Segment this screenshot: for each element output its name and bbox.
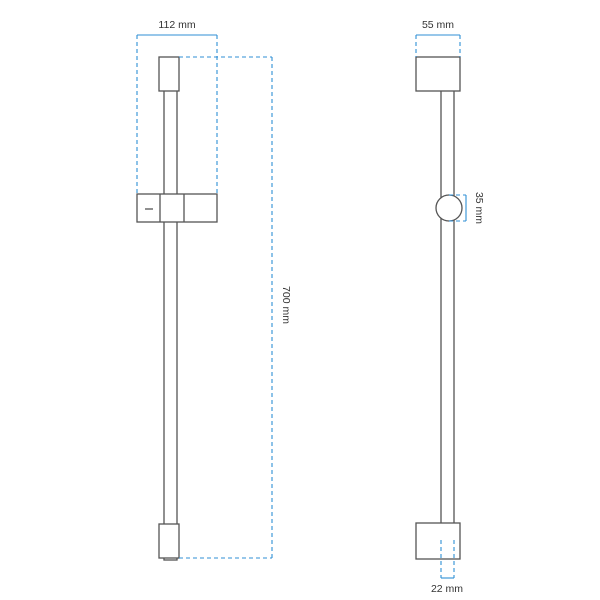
- side-view: 55 mm 35 mm 22 mm: [415, 19, 485, 595]
- holder-dimension: 35 mm: [449, 192, 485, 224]
- holder-label: 35 mm: [473, 192, 485, 224]
- width-dimension: 112 mm: [136, 19, 218, 194]
- side-bottom-mount: [415, 522, 461, 560]
- side-top-mount: [415, 56, 461, 92]
- height-label: 700 mm: [280, 286, 292, 324]
- depth-dimension: 55 mm: [415, 19, 461, 57]
- front-rail: [163, 59, 178, 561]
- front-bottom-mount: [158, 523, 180, 559]
- height-dimension: 700 mm: [179, 56, 292, 559]
- front-slider-holder: [136, 193, 218, 223]
- depth-label: 55 mm: [422, 19, 454, 31]
- rail-label: 22 mm: [431, 583, 463, 595]
- front-top-mount: [158, 56, 180, 92]
- side-rail: [440, 79, 455, 541]
- side-holder-knob: [435, 194, 463, 222]
- rail-dimension: 22 mm: [431, 540, 463, 595]
- front-view: 112 mm 700 mm: [136, 19, 292, 561]
- width-label: 112 mm: [158, 19, 195, 31]
